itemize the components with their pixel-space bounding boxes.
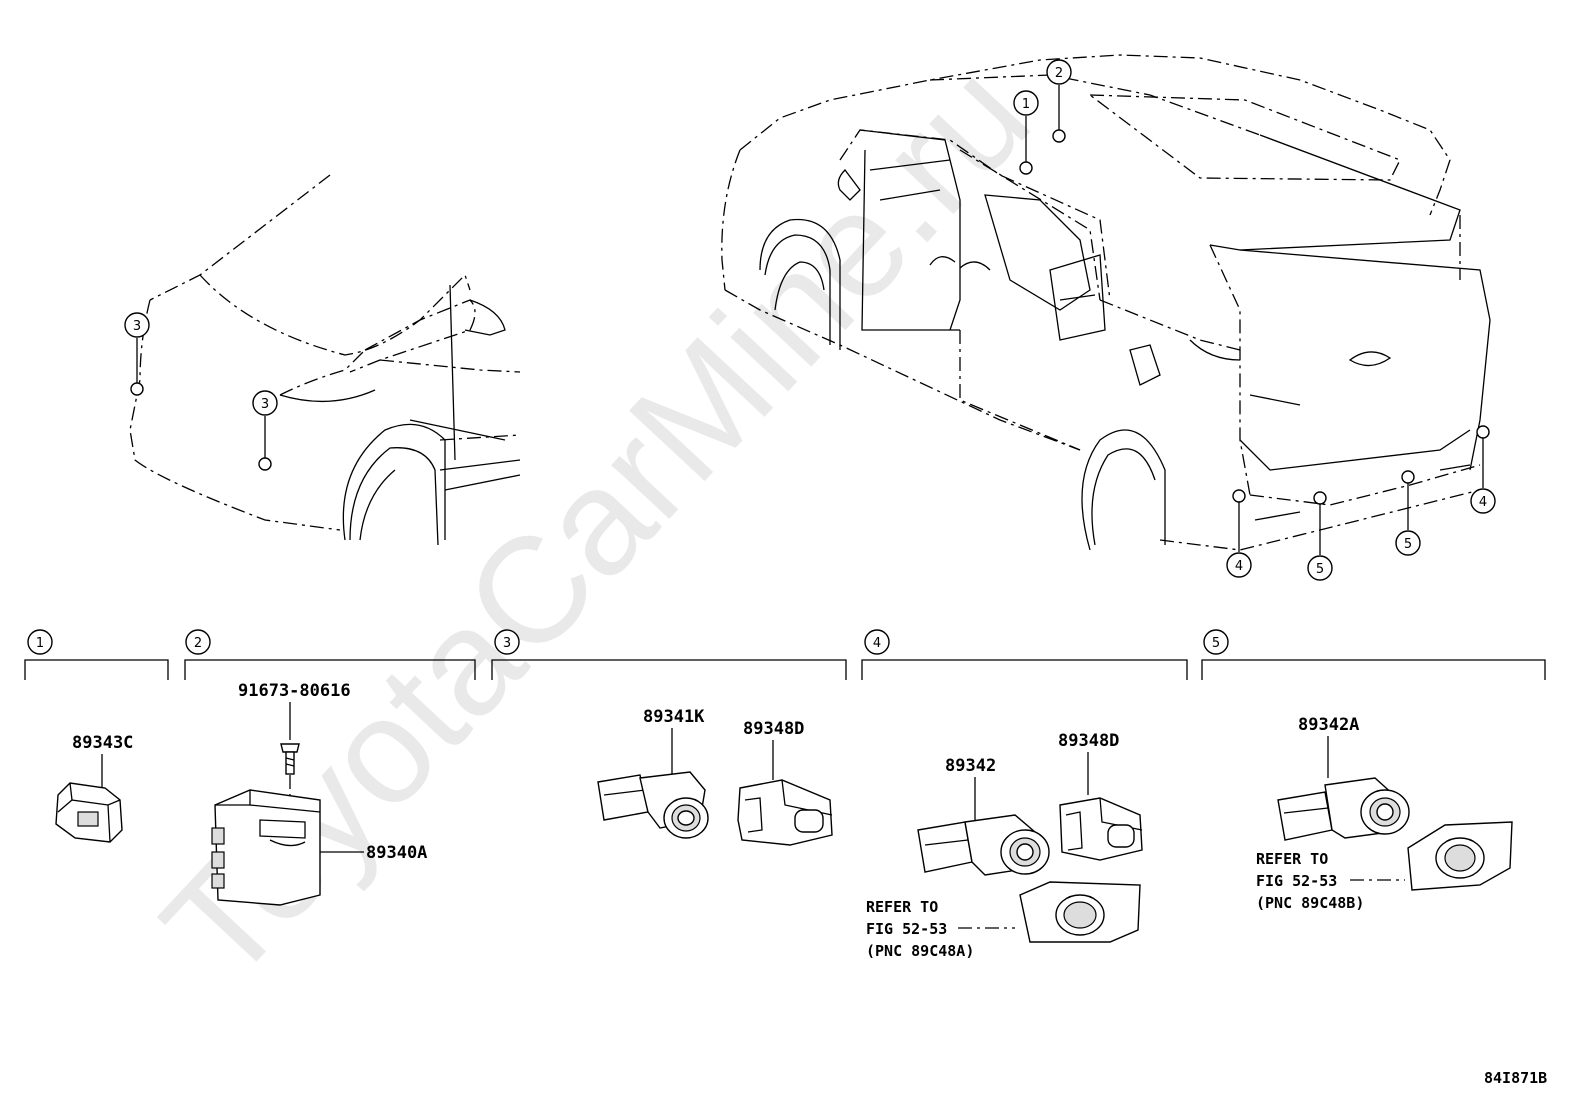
part-89343C-drawing bbox=[55, 782, 123, 843]
part-label-91673-80616: 91673-80616 bbox=[238, 681, 351, 701]
part-89348D-drawing-g3 bbox=[737, 779, 833, 846]
vehicle-callout-5a: 5 bbox=[1307, 555, 1333, 581]
svg-text:4: 4 bbox=[873, 636, 881, 651]
vehicle-callout-3b: 3 bbox=[252, 390, 278, 416]
sensor-dot-3a bbox=[130, 382, 144, 396]
part-89341K-drawing bbox=[597, 771, 709, 839]
svg-text:2: 2 bbox=[194, 636, 202, 651]
vehicle-callout-4b: 4 bbox=[1470, 488, 1496, 514]
part-89342-drawing bbox=[917, 814, 1050, 876]
callout-leaders bbox=[136, 85, 1484, 555]
sensor-dot-2 bbox=[1052, 129, 1066, 143]
note-5-line2: FIG 52-53 bbox=[1256, 872, 1337, 890]
part-label-89342A: 89342A bbox=[1298, 715, 1359, 735]
svg-text:5: 5 bbox=[1316, 562, 1324, 577]
note-4-line3: (PNC 89C48A) bbox=[866, 942, 974, 960]
part-89348D-drawing-g4 bbox=[1059, 797, 1143, 861]
svg-text:5: 5 bbox=[1404, 537, 1412, 552]
vehicle-callout-1: 1 bbox=[1013, 90, 1039, 116]
part-label-89343C: 89343C bbox=[72, 733, 133, 753]
svg-text:1: 1 bbox=[36, 636, 44, 651]
note-5-line1: REFER TO bbox=[1256, 850, 1328, 868]
sensor-dot-4b bbox=[1476, 425, 1490, 439]
bolt-91673-80616-drawing bbox=[280, 743, 300, 775]
bezel-89C48A-drawing bbox=[1019, 881, 1141, 943]
vehicle-callout-5b: 5 bbox=[1395, 530, 1421, 556]
group-5-parts: 89342A REFER TO FIG 52-53 (PNC 89C48B) bbox=[1256, 715, 1513, 912]
note-4-line1: REFER TO bbox=[866, 898, 938, 916]
svg-text:4: 4 bbox=[1235, 559, 1243, 574]
vehicle-callout-4a: 4 bbox=[1226, 552, 1252, 578]
diagram-code: 84I871B bbox=[1484, 1069, 1547, 1087]
svg-text:3: 3 bbox=[133, 319, 141, 334]
part-label-89341K: 89341K bbox=[643, 707, 705, 727]
sensor-dot-1 bbox=[1019, 161, 1033, 175]
section-header-4: 4 bbox=[861, 629, 1188, 680]
svg-text:4: 4 bbox=[1479, 495, 1487, 510]
svg-text:3: 3 bbox=[503, 636, 511, 651]
svg-text:2: 2 bbox=[1055, 66, 1063, 81]
part-89342A-drawing bbox=[1277, 777, 1410, 841]
part-label-89340A: 89340A bbox=[366, 843, 427, 863]
front-vehicle-illustration bbox=[129, 174, 521, 546]
part-label-89348D-g4: 89348D bbox=[1058, 731, 1119, 751]
part-label-89342: 89342 bbox=[945, 756, 996, 776]
sensor-dot-4a bbox=[1232, 489, 1246, 503]
group-4-parts: 89342 89348D REFER TO FIG 52-53 (PNC 89C… bbox=[866, 731, 1143, 960]
sensor-dot-3b bbox=[258, 457, 272, 471]
svg-text:5: 5 bbox=[1212, 636, 1220, 651]
group-1-parts: 89343C bbox=[55, 733, 133, 843]
section-header-3: 3 bbox=[491, 629, 847, 680]
sensor-dot-5a bbox=[1313, 491, 1327, 505]
section-header-5: 5 bbox=[1201, 629, 1546, 680]
note-4-line2: FIG 52-53 bbox=[866, 920, 947, 938]
note-5-line3: (PNC 89C48B) bbox=[1256, 894, 1364, 912]
svg-text:3: 3 bbox=[261, 397, 269, 412]
sensor-dot-5b bbox=[1401, 470, 1415, 484]
svg-text:1: 1 bbox=[1022, 97, 1030, 112]
bezel-89C48B-drawing bbox=[1407, 821, 1513, 891]
section-header-1: 1 bbox=[24, 629, 169, 680]
vehicle-callout-3a: 3 bbox=[124, 312, 150, 338]
section-header-2: 2 bbox=[184, 629, 476, 680]
group-3-parts: 89341K 89348D bbox=[597, 707, 833, 846]
part-89340A-drawing bbox=[211, 789, 321, 906]
vehicle-callout-2: 2 bbox=[1046, 59, 1072, 85]
part-label-89348D-g3: 89348D bbox=[743, 719, 804, 739]
group-2-parts: 91673-80616 89340A bbox=[211, 681, 427, 906]
